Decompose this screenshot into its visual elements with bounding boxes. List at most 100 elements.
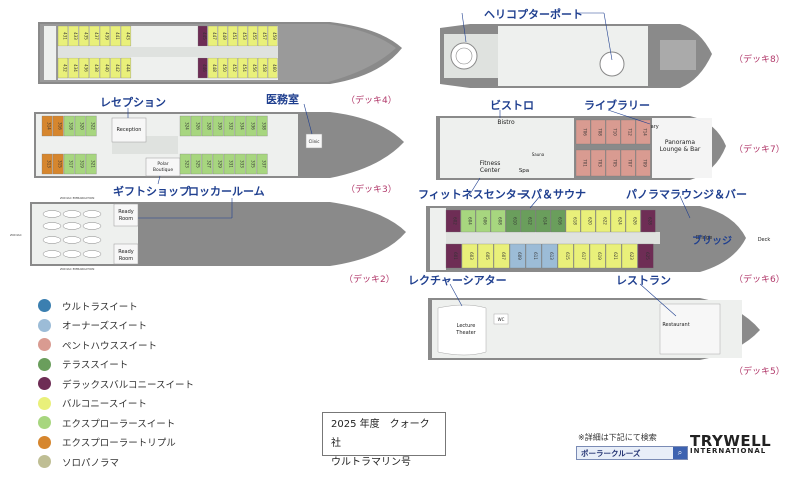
cabin [207, 57, 218, 79]
cabin [256, 115, 268, 137]
cabin-number: 313 [47, 160, 52, 168]
cabin-number: 615 [565, 252, 570, 260]
deck5-label: （デッキ5） [734, 367, 785, 377]
deck6-label: （デッキ6） [734, 275, 785, 285]
legend-label: エクスプローラースイート [62, 418, 176, 430]
cabin [635, 149, 651, 177]
library-callout: ライブラリー [584, 99, 650, 112]
cabin [217, 25, 228, 47]
cabin [217, 57, 228, 79]
cabin-number: 618 [573, 217, 578, 225]
legend-item: デラックスバルコニースイート [38, 374, 194, 394]
cabin-number: 714 [643, 128, 648, 136]
cabin-number: 328 [207, 122, 212, 130]
cabin [247, 25, 258, 47]
cabin [620, 119, 636, 145]
cabin [605, 243, 622, 269]
cabin [212, 115, 224, 137]
cabin-number: 623 [629, 252, 634, 260]
cabin [190, 115, 202, 137]
cabin-number: 327 [207, 160, 212, 168]
cabin-number: 335 [251, 160, 256, 168]
legend-label: ソロパノラマ [62, 457, 120, 469]
cabin-number: 442 [115, 64, 120, 72]
search-icon[interactable]: ⌕ [673, 447, 687, 459]
cabin [52, 153, 64, 175]
cabin [197, 25, 208, 47]
cabin [605, 119, 621, 145]
legend-label: デラックスバルコニースイート [62, 379, 195, 391]
cabin-number: 332 [229, 122, 234, 130]
cabin-number: 705 [613, 159, 618, 167]
cabin [68, 57, 79, 79]
cabin [120, 25, 132, 47]
cabin [505, 209, 521, 233]
deck7-plan: Bistro Library Panorama Lounge & Bar Fit… [436, 116, 726, 180]
svg-text:Room: Room [119, 216, 133, 222]
cabin [620, 149, 636, 177]
panorama-lounge-callout: パノラマラウンジ＆バー [626, 188, 747, 201]
cabin [110, 57, 121, 79]
cabin [610, 209, 626, 233]
cabin [557, 243, 574, 269]
spa-sauna-callout: スパ＆サウナ [520, 188, 586, 201]
cabin-number: 608 [498, 217, 503, 225]
cabin-number: 453 [242, 32, 247, 40]
search-input[interactable]: ポーラークルーズ [581, 448, 641, 458]
cabin-number: 601 [453, 252, 458, 260]
deck7-label: （デッキ7） [734, 145, 785, 155]
cabin [257, 57, 268, 79]
legend-swatch [38, 338, 51, 352]
cabin [595, 209, 611, 233]
search-note: ※詳細は下記にて検索 [578, 433, 657, 442]
zodiac-label-side: ZODIAC [10, 233, 22, 237]
locker-room-callout: ロッカールーム [188, 185, 265, 198]
cabin [493, 243, 510, 269]
cabin [590, 149, 606, 177]
bistro-callout: ビストロ [490, 99, 534, 112]
bridge-callout: ブリッジ [692, 236, 732, 247]
logo-line1: TRYWELL [690, 432, 772, 450]
cabin [234, 115, 246, 137]
cabin [85, 153, 97, 175]
cabin [41, 115, 53, 137]
cabin-number: 460 [272, 64, 277, 72]
cabin [637, 243, 654, 269]
cabin-number: 703 [598, 159, 603, 167]
panorama-plan-label: Panorama [665, 139, 695, 146]
svg-text:Room: Room [119, 256, 133, 262]
cabin-number: 446 [202, 64, 207, 72]
cabin-number: 452 [232, 64, 237, 72]
cabin-number: 333 [240, 160, 245, 168]
cabin-number: 605 [485, 252, 490, 260]
logo-line2: INTERNATIONAL [690, 447, 767, 455]
cabin [63, 153, 75, 175]
cabin [245, 153, 257, 175]
search-box[interactable]: ポーラークルーズ ⌕ [576, 446, 688, 460]
restaurant-plan-label: Restaurant [662, 322, 689, 328]
cabin-number: 317 [69, 160, 74, 168]
cabin-number: 316 [58, 122, 63, 130]
legend-item: ソロパノラマ [38, 452, 194, 472]
cabin-number: 322 [91, 122, 96, 130]
info-year-company: 2025 年度 クォーク社 [331, 419, 430, 449]
cabin-number: 712 [628, 128, 633, 136]
cabin-number: 602 [453, 217, 458, 225]
bistro-plan-label: Bistro [497, 119, 515, 126]
cabin [234, 153, 246, 175]
cabin-number: 609 [517, 252, 522, 260]
cabin [520, 209, 536, 233]
zodiac-label-top: ZODIAC EMBARKATION [60, 196, 94, 200]
cabin [68, 25, 79, 47]
cabin-number: 334 [240, 122, 245, 130]
cabin [589, 243, 606, 269]
cabin-number: 433 [73, 32, 78, 40]
cabin-number: 458 [262, 64, 267, 72]
cabin-number: 315 [58, 160, 63, 168]
deck8-label: （デッキ8） [734, 55, 785, 65]
spa-plan-label: Spa [519, 168, 529, 174]
cabin [57, 57, 69, 79]
trywell-logo: TRYWELL INTERNATIONAL [690, 432, 771, 455]
